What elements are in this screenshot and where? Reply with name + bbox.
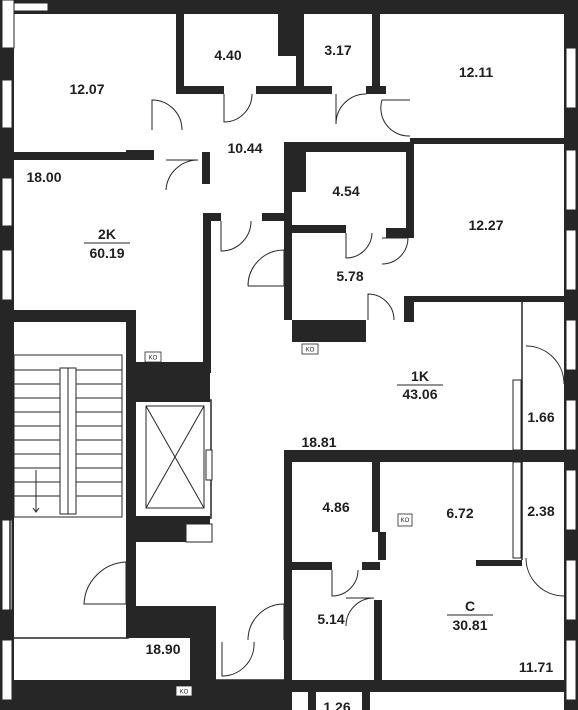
room-area-label: 18.90: [145, 641, 180, 657]
apartment-1k: 1K 43.06: [397, 368, 443, 402]
room-area-label: 2.38: [527, 503, 554, 519]
apartment-type: C: [465, 598, 475, 614]
ko-tag: KO: [306, 348, 315, 354]
apartment-2k: 2K 60.19: [84, 226, 130, 261]
room-area-label: 1.66: [527, 409, 554, 425]
bay-windows: [512, 379, 522, 559]
thin-lines: [9, 302, 523, 710]
apartment-total-area: 60.19: [89, 245, 124, 261]
room-area-label: 1.26: [323, 699, 350, 710]
room-area-label: 3.17: [324, 42, 351, 58]
interior-walls: [14, 14, 564, 710]
apartment-total-area: 43.06: [402, 386, 437, 402]
room-area-label: 12.07: [69, 81, 104, 97]
apartment-c: C 30.81: [447, 598, 493, 633]
apartment-total-area: 30.81: [452, 617, 487, 633]
room-area-label: 18.81: [301, 434, 336, 450]
apartment-type: 1K: [411, 368, 429, 384]
room-area-label: 12.11: [459, 64, 493, 80]
elevator-shaft: [145, 405, 213, 543]
ko-tag: KO: [149, 356, 158, 362]
room-area-label: 6.72: [446, 505, 473, 521]
door-swings: [83, 93, 565, 677]
room-area-label: 4.54: [332, 183, 359, 199]
room-area-label: 5.14: [317, 611, 344, 627]
room-area-label: 18.00: [26, 169, 61, 185]
ko-tag: KO: [401, 518, 410, 524]
room-area-label: 12.27: [468, 217, 503, 233]
room-labels: 12.07 4.40 3.17 12.11 10.44 18.00 4.54 1…: [26, 42, 554, 710]
ko-tag: KO: [180, 690, 189, 696]
room-area-label: 10.44: [227, 140, 262, 156]
room-area-label: 11.71: [519, 659, 553, 675]
ko-tags: KO KO KO KO: [144, 343, 413, 697]
room-area-label: 4.40: [214, 47, 241, 63]
staircase: [13, 354, 123, 518]
apartment-type: 2K: [98, 226, 116, 242]
room-area-label: 5.78: [336, 268, 363, 284]
room-area-label: 4.86: [322, 499, 349, 515]
